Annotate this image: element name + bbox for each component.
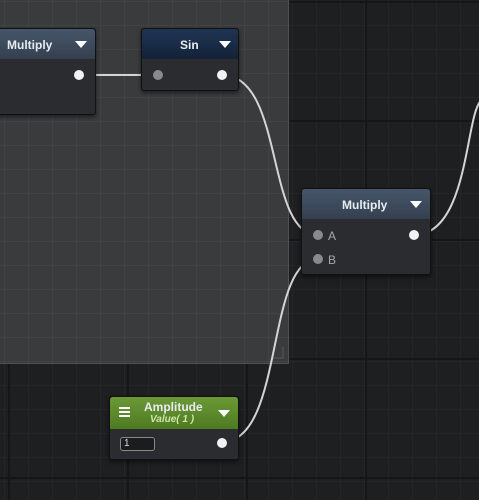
menu-icon[interactable] — [119, 407, 130, 417]
input-pin-b[interactable] — [313, 254, 323, 264]
amplitude-node[interactable]: Amplitude Value( 1 ) 1 — [109, 396, 239, 460]
multiply-node-left[interactable]: Multiply — [0, 28, 96, 115]
group-resize-handle[interactable] — [272, 347, 284, 359]
node-title: Sin — [180, 38, 199, 52]
multiply-node-header[interactable]: Multiply — [302, 189, 430, 219]
node-title: Amplitude — [144, 400, 203, 414]
output-pin[interactable] — [217, 438, 227, 448]
output-pin[interactable] — [409, 230, 419, 240]
dropdown-arrow-icon[interactable] — [75, 41, 87, 48]
input-pin[interactable] — [153, 70, 163, 80]
node-title: Multiply — [7, 38, 53, 52]
node-subtitle: Value( 1 ) — [150, 414, 195, 425]
sin-node[interactable]: Sin — [141, 28, 239, 91]
input-pin-a[interactable] — [313, 230, 323, 240]
output-pin[interactable] — [74, 70, 84, 80]
value-field[interactable]: 1 — [120, 437, 155, 451]
multiply-node-left-header[interactable]: Multiply — [0, 29, 95, 59]
wire-multiply-out — [413, 101, 479, 236]
wire-amplitude-to-multiply-b — [221, 258, 319, 443]
input-label-a: A — [328, 229, 337, 243]
input-label-b: B — [328, 253, 337, 267]
output-pin[interactable] — [217, 70, 227, 80]
dropdown-arrow-icon[interactable] — [410, 201, 422, 208]
dropdown-arrow-icon[interactable] — [218, 410, 230, 417]
amplitude-node-header[interactable]: Amplitude Value( 1 ) — [110, 397, 238, 429]
sin-node-header[interactable]: Sin — [142, 29, 238, 59]
node-title: Multiply — [342, 198, 388, 212]
dropdown-arrow-icon[interactable] — [219, 41, 231, 48]
multiply-node[interactable]: Multiply A B — [301, 188, 431, 275]
